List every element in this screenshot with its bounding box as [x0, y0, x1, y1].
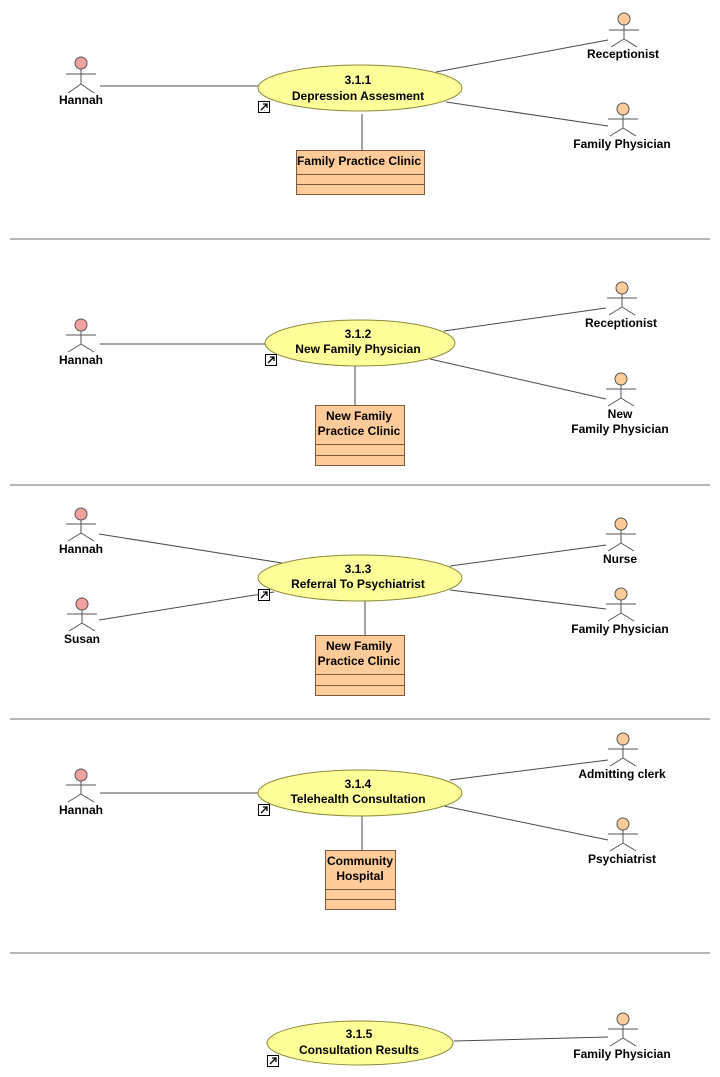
actor-label: Family Physician: [571, 422, 668, 436]
usecase-name: Telehealth Consultation: [290, 792, 425, 806]
actor-family-physician[interactable]: Family Physician: [573, 1012, 671, 1061]
actor-icon: [607, 281, 637, 316]
actor-hannah[interactable]: Hannah: [59, 56, 103, 107]
actor-icon: [66, 318, 96, 353]
usecase-name: Referral To Psychiatrist: [291, 577, 425, 591]
actor-icon: [608, 1012, 638, 1047]
actor-label: Family Physician: [571, 622, 668, 636]
association-line: [98, 591, 275, 621]
usecase-ellipse: [266, 1020, 454, 1066]
usecase-id: 3.1.2: [345, 327, 372, 341]
association-line: [449, 759, 609, 781]
panel-3-1-1: Hannah Receptionist Family Physician: [59, 12, 671, 195]
class-name: New Family: [326, 409, 392, 423]
actor-icon: [66, 768, 96, 803]
actor-label: Hannah: [59, 803, 103, 817]
actor-label: Hannah: [59, 93, 103, 107]
usecase-consultation-results[interactable]: 3.1.5 Consultation Results: [266, 1020, 454, 1066]
actor-label: Receptionist: [585, 316, 657, 330]
actor-hannah[interactable]: Hannah: [59, 507, 103, 556]
association-line: [445, 101, 609, 127]
association-line: [449, 544, 607, 567]
usecase-referral-to-psychiatrist[interactable]: 3.1.3 Referral To Psychiatrist: [257, 554, 463, 602]
actor-family-physician[interactable]: Family Physician: [571, 587, 669, 636]
usecase-name: Depression Assesment: [292, 89, 424, 103]
actor-label: Family Physician: [573, 137, 670, 151]
actor-hannah[interactable]: Hannah: [59, 768, 103, 817]
usecase-ellipse: [264, 319, 456, 367]
system-family-practice-clinic[interactable]: Family Practice Clinic: [296, 150, 425, 195]
class-name: Practice Clinic: [318, 424, 401, 438]
actor-receptionist[interactable]: Receptionist: [585, 281, 657, 330]
actor-icon: [66, 56, 96, 94]
actor-label: Psychiatrist: [588, 852, 656, 866]
actor-icon: [67, 597, 97, 632]
actor-psychiatrist[interactable]: Psychiatrist: [588, 817, 656, 866]
usecase-telehealth-consultation[interactable]: 3.1.4 Telehealth Consultation: [257, 769, 463, 817]
association-line: [98, 533, 283, 564]
actor-label: Hannah: [59, 353, 103, 367]
association-line: [453, 1036, 609, 1042]
actor-icon: [606, 372, 636, 407]
association-line: [435, 39, 609, 73]
class-name: Family Practice Clinic: [297, 154, 421, 168]
actor-icon: [608, 102, 638, 137]
actor-admitting-clerk[interactable]: Admitting clerk: [578, 732, 666, 781]
usecase-name: Consultation Results: [299, 1043, 419, 1057]
usecase-id: 3.1.4: [345, 777, 372, 791]
association-line: [443, 805, 609, 841]
link-icon[interactable]: [265, 354, 277, 366]
actor-icon: [66, 507, 96, 542]
system-new-family-practice-clinic[interactable]: New Family Practice Clinic: [315, 635, 405, 696]
panel-3-1-4: Hannah Admitting clerk Psychiatrist: [59, 732, 666, 910]
actor-label: Admitting clerk: [578, 767, 666, 781]
usecase-ellipse: [257, 64, 463, 112]
actor-icon: [609, 12, 639, 48]
actor-label: Receptionist: [587, 47, 659, 61]
actor-susan[interactable]: Susan: [64, 597, 100, 646]
usecase-id: 3.1.1: [345, 73, 372, 87]
usecase-depression-assesment[interactable]: 3.1.1 Depression Assesment: [257, 64, 463, 112]
usecase-ellipse: [257, 769, 463, 817]
link-icon[interactable]: [267, 1055, 279, 1067]
usecase-id: 3.1.3: [345, 562, 372, 576]
link-icon[interactable]: [258, 589, 270, 601]
actor-label: Hannah: [59, 542, 103, 556]
class-name: Practice Clinic: [318, 654, 401, 668]
usecase-name: New Family Physician: [295, 342, 420, 356]
panel-3-1-3: Hannah Susan Nurse: [59, 507, 669, 696]
system-community-hospital[interactable]: Community Hospital: [325, 850, 396, 910]
actor-family-physician[interactable]: Family Physician: [573, 102, 671, 151]
association-line: [429, 358, 607, 400]
actor-hannah[interactable]: Hannah: [59, 318, 103, 367]
panel-3-1-5: Family Physician 3.1.5 Consultation Resu…: [266, 1012, 671, 1067]
association-line: [449, 589, 607, 610]
actor-icon: [606, 517, 636, 552]
association-line: [443, 307, 607, 332]
class-name: Community: [327, 854, 393, 868]
actor-nurse[interactable]: Nurse: [603, 517, 637, 566]
actor-receptionist[interactable]: Receptionist: [587, 12, 659, 61]
actor-icon: [608, 817, 638, 852]
actor-new-family-physician[interactable]: New Family Physician: [571, 372, 669, 436]
actor-label: New: [608, 407, 633, 421]
usecase-new-family-physician[interactable]: 3.1.2 New Family Physician: [264, 319, 456, 367]
link-icon[interactable]: [258, 804, 270, 816]
class-box: [296, 150, 425, 195]
class-name: New Family: [326, 639, 392, 653]
usecase-id: 3.1.5: [346, 1027, 373, 1041]
panel-3-1-2: Hannah Receptionist New Family Physician: [59, 281, 669, 466]
actor-label: Susan: [64, 632, 100, 646]
actor-icon: [608, 732, 638, 767]
system-new-family-practice-clinic[interactable]: New Family Practice Clinic: [315, 405, 405, 466]
actor-icon: [606, 587, 636, 622]
class-name: Hospital: [336, 869, 383, 883]
actor-label: Nurse: [603, 552, 637, 566]
usecase-ellipse: [257, 554, 463, 602]
link-icon[interactable]: [258, 101, 270, 113]
actor-label: Family Physician: [573, 1047, 670, 1061]
